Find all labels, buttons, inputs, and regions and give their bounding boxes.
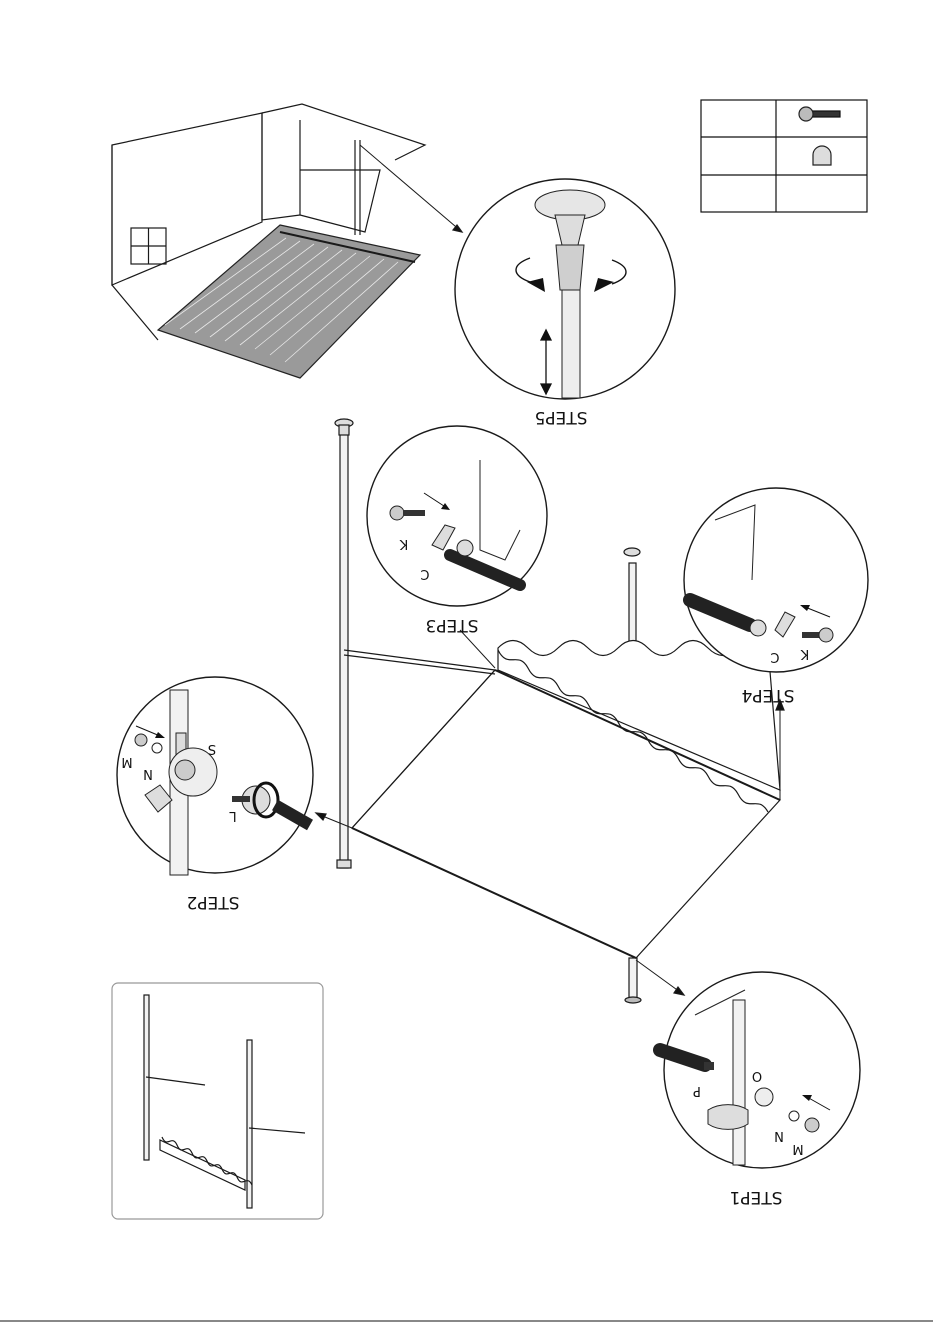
parts-table (701, 100, 867, 212)
part-m-label: M (121, 754, 132, 769)
window-icon (131, 228, 166, 264)
step1-label: STEP1 (730, 1187, 783, 1207)
step2-label: STEP2 (187, 892, 240, 912)
step3-detail: K C STEP3 (367, 426, 547, 635)
bolt-icon (799, 107, 840, 121)
part-l-label: L (229, 808, 237, 823)
step3-label: STEP3 (426, 615, 479, 635)
step4-label: STEP4 (742, 685, 795, 705)
step1-detail: M N O P STEP1 (660, 972, 860, 1207)
part-n-label: N (774, 1128, 784, 1143)
part-p-label: P (693, 1083, 701, 1098)
step5-detail: STEP5 (455, 179, 675, 427)
overview-box (112, 983, 323, 1219)
step5-label: STEP5 (535, 407, 588, 427)
part-s-label: S (208, 741, 216, 756)
part-n-label: N (143, 766, 153, 781)
step2-detail: M N S L STEP2 (117, 677, 313, 912)
part-k-label: K (800, 646, 809, 661)
part-k-label: K (399, 536, 408, 551)
part-c-label: C (770, 649, 779, 664)
part-c-label: C (420, 566, 429, 581)
cap-nut-icon (813, 146, 831, 165)
room-illustration (112, 104, 462, 378)
part-o-label: O (752, 1068, 762, 1083)
part-m-label: M (792, 1141, 803, 1156)
